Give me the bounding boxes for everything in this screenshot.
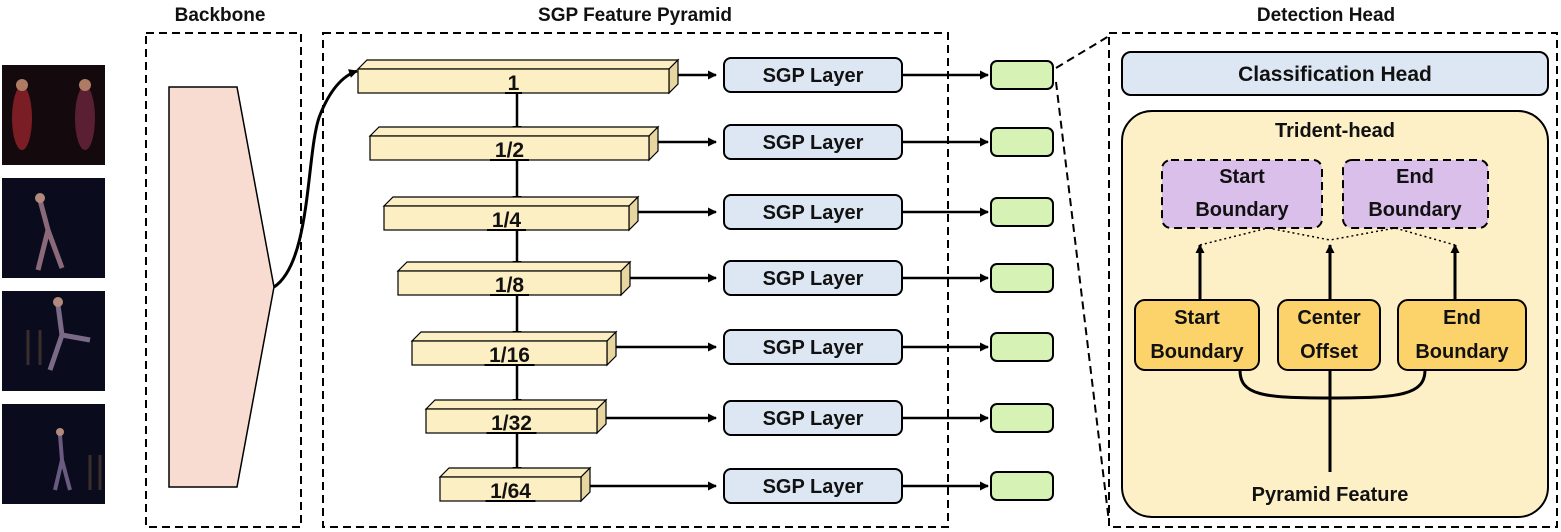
detection-frame: [1108, 32, 1558, 528]
feature-bar-top: [438, 467, 592, 478]
backbone-title: Backbone: [175, 5, 266, 26]
output-feature-box: [990, 60, 1054, 90]
sgp-layer-label: SGP Layer: [763, 408, 864, 430]
trident-title: Trident-head: [1275, 120, 1395, 142]
feature-bar: [439, 476, 582, 502]
classification-head: [1121, 51, 1549, 96]
end-boundary-output: [1342, 159, 1489, 229]
zoom-line-top: [1055, 35, 1110, 69]
start-boundary-box: [1134, 299, 1260, 371]
end-boundary-box-line1: End: [1443, 307, 1481, 329]
start-boundary-output-line2: Boundary: [1195, 199, 1289, 221]
level-label: 1/64: [490, 480, 531, 503]
start-boundary-box-line1: Start: [1174, 307, 1220, 329]
video-frames: [2, 65, 105, 504]
end-boundary-output-line1: End: [1396, 166, 1434, 188]
end-boundary-box: [1397, 299, 1527, 371]
detection-title: Detection Head: [1257, 5, 1395, 26]
pyramid-level: 1/4 SGP Layer: [382, 194, 1054, 270]
feature-bar-top: [410, 331, 618, 342]
pyramid-frame: [322, 32, 949, 528]
level-label: 1: [508, 72, 520, 95]
video-frame: [2, 404, 105, 504]
start-boundary-box-line2: Boundary: [1150, 341, 1244, 363]
video-frame: [2, 65, 105, 165]
level-label: 1/2: [495, 139, 524, 162]
output-feature-box: [990, 197, 1054, 227]
level-label: 1/4: [492, 209, 522, 232]
start-boundary-output-line1: Start: [1219, 166, 1265, 188]
center-offset-box-line1: Center: [1297, 307, 1361, 329]
pyramid-level: 1/8 SGP Layer: [396, 260, 1054, 340]
feature-bar: [369, 135, 650, 161]
dotted-connector: [1199, 227, 1456, 246]
output-feature-box: [990, 127, 1054, 157]
backbone-to-pyramid-arrow: [273, 69, 358, 289]
end-boundary-box-line2: Boundary: [1415, 341, 1509, 363]
video-frame: [2, 178, 105, 278]
sgp-layer-label: SGP Layer: [763, 65, 864, 87]
start-boundary-output: [1161, 159, 1323, 229]
feature-bar-top: [382, 196, 640, 207]
pyramid-level: 1/64 SGP Layer: [438, 466, 1054, 504]
classification-label: Classification Head: [1238, 63, 1432, 86]
sgp-layer-label: SGP Layer: [763, 337, 864, 359]
zoom-line-bottom: [1055, 81, 1110, 523]
pyramid-level: 1 SGP Layer: [356, 57, 1054, 135]
level-label: 1/8: [495, 274, 525, 297]
sgp-layer-label: SGP Layer: [763, 268, 864, 290]
feature-bar-top: [368, 126, 660, 137]
feature-bar-top: [396, 261, 632, 272]
output-feature-box: [990, 263, 1054, 293]
backbone-block: [168, 86, 275, 488]
feature-bar-top: [424, 399, 608, 410]
sgp-layer-label: SGP Layer: [763, 132, 864, 154]
output-feature-box: [990, 332, 1054, 362]
sgp-layer-label: SGP Layer: [763, 202, 864, 224]
pyramid-level: 1/2 SGP Layer: [368, 124, 1054, 205]
pyramid-level: 1/32 SGP Layer: [424, 398, 1054, 476]
pyramid-title: SGP Feature Pyramid: [538, 5, 732, 26]
output-feature-box: [990, 471, 1054, 501]
center-offset-box-line2: Offset: [1300, 341, 1358, 363]
feature-bar: [357, 68, 670, 94]
sgp-layer-label: SGP Layer: [763, 476, 864, 498]
level-label: 1/16: [489, 344, 530, 367]
pyramid-level: 1/16 SGP Layer: [410, 329, 1054, 408]
video-frame: [2, 291, 105, 391]
level-label: 1/32: [491, 412, 532, 435]
output-feature-box: [990, 403, 1054, 433]
feature-bar: [383, 205, 630, 231]
end-boundary-output-line2: Boundary: [1368, 199, 1462, 221]
feature-bar-top: [356, 59, 680, 70]
center-offset-box: [1277, 299, 1381, 371]
feature-bar: [425, 408, 598, 434]
pyramid-feature-label: Pyramid Feature: [1252, 484, 1409, 506]
